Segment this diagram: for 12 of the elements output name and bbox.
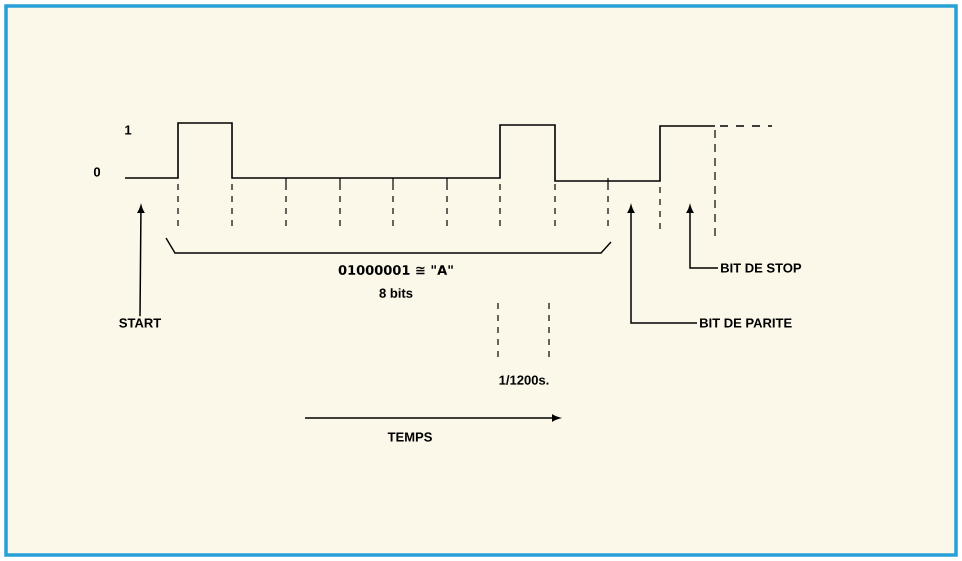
label: 01000001 ≅ "A" xyxy=(338,265,453,275)
label: 0 xyxy=(94,167,100,177)
callout-text: BIT DE PARITE xyxy=(700,318,792,328)
callout-text: BIT DE STOP xyxy=(721,263,802,273)
label: 1/1200s. xyxy=(500,375,548,385)
leader-line xyxy=(628,205,697,324)
callout-text: START xyxy=(119,318,162,328)
label: 1 xyxy=(125,126,132,134)
label: 8 bits xyxy=(379,288,412,298)
label: TEMPS xyxy=(388,432,432,442)
leader-line xyxy=(686,205,718,269)
leader-line xyxy=(138,205,144,316)
